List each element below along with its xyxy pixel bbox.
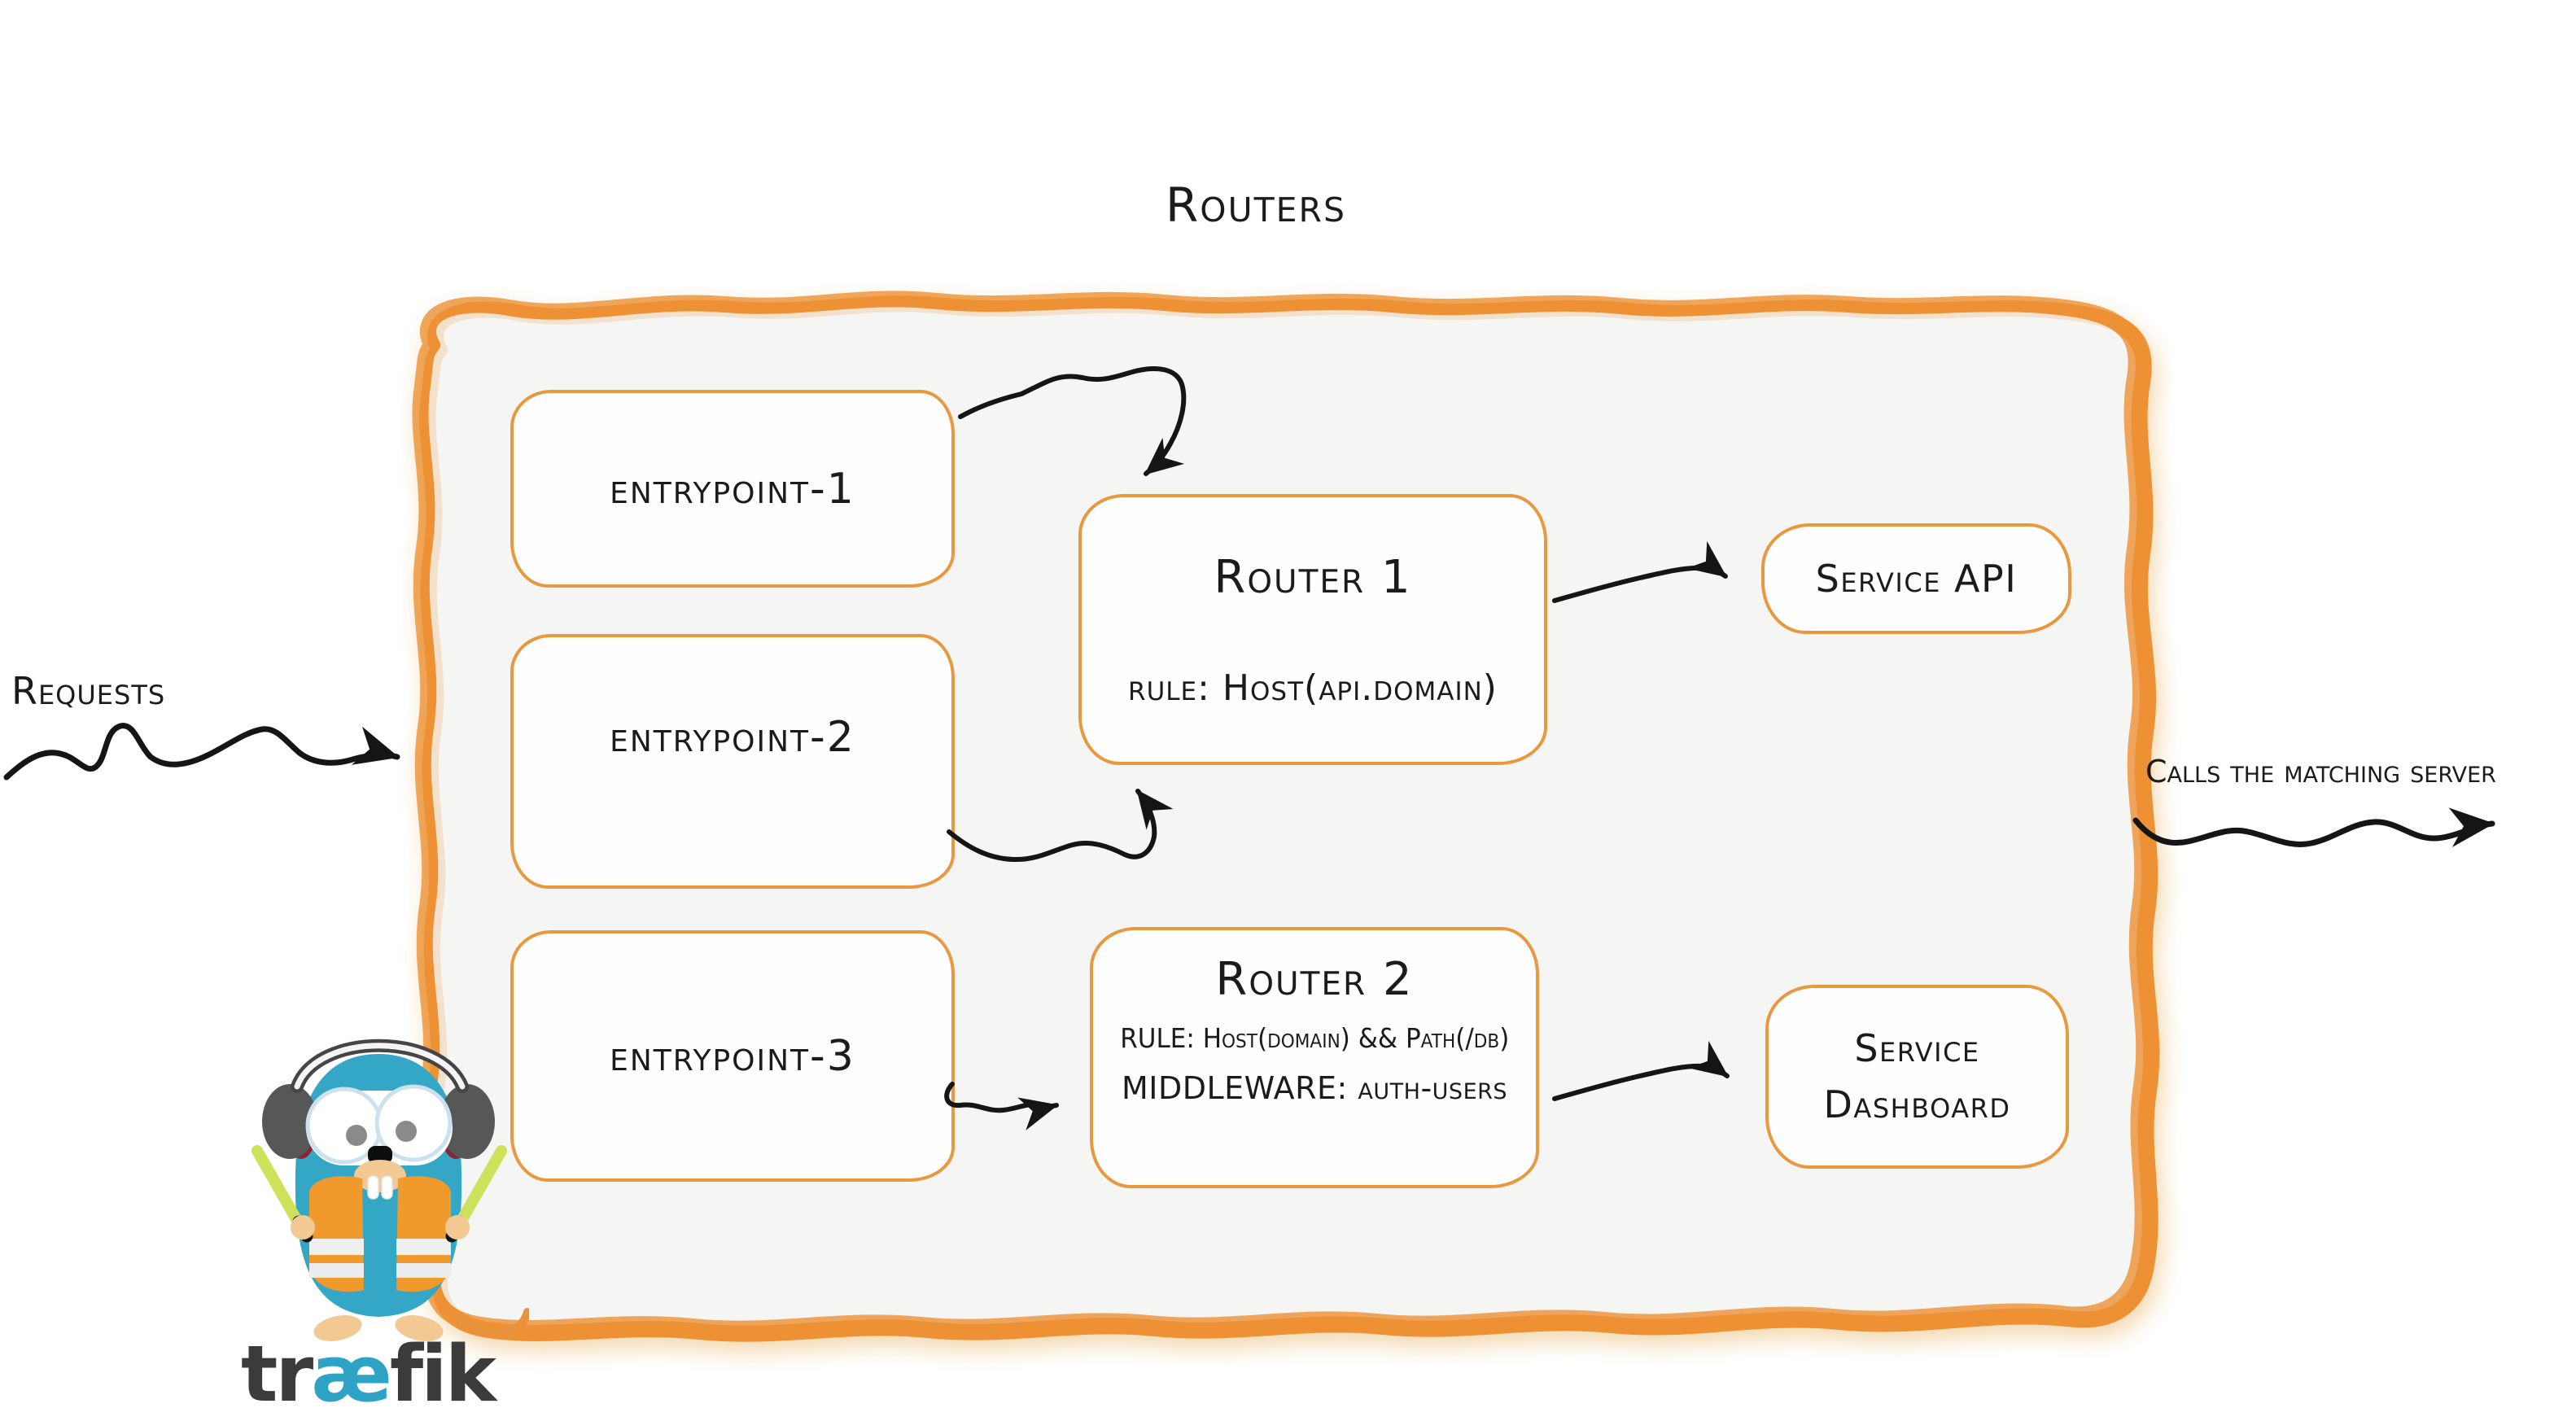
router-2-middleware: MIDDLEWARE: auth-users [1121, 1070, 1508, 1106]
gopher-left-pupil [346, 1125, 367, 1146]
entrypoint-1-box: entrypoint-1 [510, 390, 955, 588]
service-dashboard-box: Service Dashboard [1765, 985, 2069, 1169]
wordmark-tr: tr [241, 1330, 313, 1408]
service-api-box: Service API [1761, 523, 2071, 634]
entrypoint-2-box: entrypoint-2 [510, 634, 955, 889]
arrow-entrypoint2-to-router1 [947, 789, 1174, 863]
arrow-router2-to-service-dashboard [1552, 1040, 1730, 1101]
router-2-box: Router 2 RULE: Host(domain) && Path(/db)… [1090, 927, 1539, 1188]
router-2-rule: RULE: Host(domain) && Path(/db) [1119, 1022, 1510, 1054]
calls-matching-server-label: Calls the matching server [2145, 754, 2496, 789]
arrow-entrypoint1-to-router1 [958, 366, 1187, 476]
traefik-gopher-mascot [251, 1039, 529, 1341]
arrow-entrypoint3-to-router2 [944, 1082, 1059, 1130]
gopher-safety-vest [309, 1176, 451, 1292]
requests-arrow [3, 723, 400, 781]
gopher-muzzle [354, 1160, 406, 1192]
gopher-right-pupil [396, 1121, 417, 1142]
gopher-goggles [305, 1084, 453, 1165]
calls-matching-server-arrow [2132, 807, 2495, 847]
gopher-right-hand [445, 1215, 470, 1240]
entrypoint-2-label: entrypoint-2 [610, 712, 855, 762]
router-1-box: Router 1 rule: Host(api.domain) [1078, 494, 1547, 765]
entrypoint-1-label: entrypoint-1 [610, 464, 855, 514]
gopher-feet [313, 1315, 444, 1341]
gopher-teeth [367, 1175, 393, 1200]
service-api-label: Service API [1815, 556, 2018, 601]
wordmark-ae: æ [311, 1330, 392, 1408]
diagram-title: Routers [1166, 177, 1347, 233]
wordmark-fik: fik [389, 1330, 496, 1408]
arrow-router1-to-service-api [1552, 540, 1728, 603]
requests-label: Requests [11, 669, 166, 713]
gopher-nose [368, 1146, 392, 1164]
traefik-wordmark: træfik [241, 1336, 496, 1408]
gopher-marshalling-batons [251, 1145, 507, 1243]
gopher-tail [452, 1308, 529, 1337]
gopher-left-hand [291, 1215, 315, 1240]
router-1-rule: rule: Host(api.domain) [1128, 667, 1498, 709]
entrypoint-3-label: entrypoint-3 [610, 1031, 855, 1081]
service-dashboard-label: Service Dashboard [1823, 1026, 2011, 1126]
entrypoint-3-box: entrypoint-3 [510, 930, 955, 1182]
router-2-title: Router 2 [1215, 953, 1414, 1006]
router-1-title: Router 1 [1214, 550, 1412, 604]
